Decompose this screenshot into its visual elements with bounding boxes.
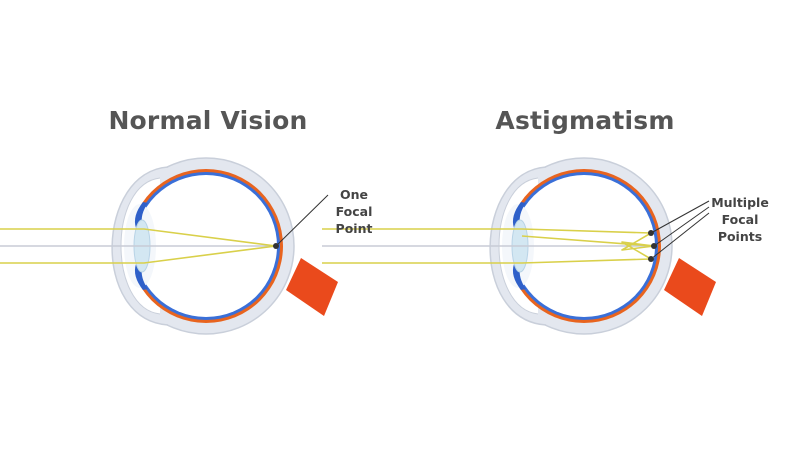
focal-point-leader	[653, 206, 710, 247]
iris-upper	[134, 202, 148, 228]
iris-lower	[512, 264, 526, 290]
light-ray-upper	[0, 228, 277, 247]
astigmatism-title: Astigmatism	[495, 106, 675, 135]
astigmatism-eye	[322, 157, 716, 335]
label-line: Points	[717, 229, 763, 244]
multiple-focal-points-label: Multiple Focal Points	[700, 194, 780, 245]
focal-point-leader	[650, 212, 710, 260]
optic-nerve	[664, 258, 716, 316]
focal-point-leader	[275, 194, 329, 247]
label-line: Focal	[335, 204, 373, 219]
iris-lower	[134, 264, 148, 290]
optic-nerve	[286, 258, 338, 316]
light-ray-lower	[0, 245, 277, 264]
label-line: One	[339, 187, 368, 202]
light-ray-middle	[521, 235, 655, 247]
label-line: Multiple	[711, 195, 769, 210]
normal-vision-eye	[0, 157, 338, 335]
one-focal-point-label: One Focal Point	[326, 186, 382, 237]
iris-upper	[512, 202, 526, 228]
label-line: Focal	[721, 212, 759, 227]
normal-vision-title: Normal Vision	[108, 106, 308, 135]
label-line: Point	[335, 221, 373, 236]
focal-point-leader	[650, 200, 710, 234]
